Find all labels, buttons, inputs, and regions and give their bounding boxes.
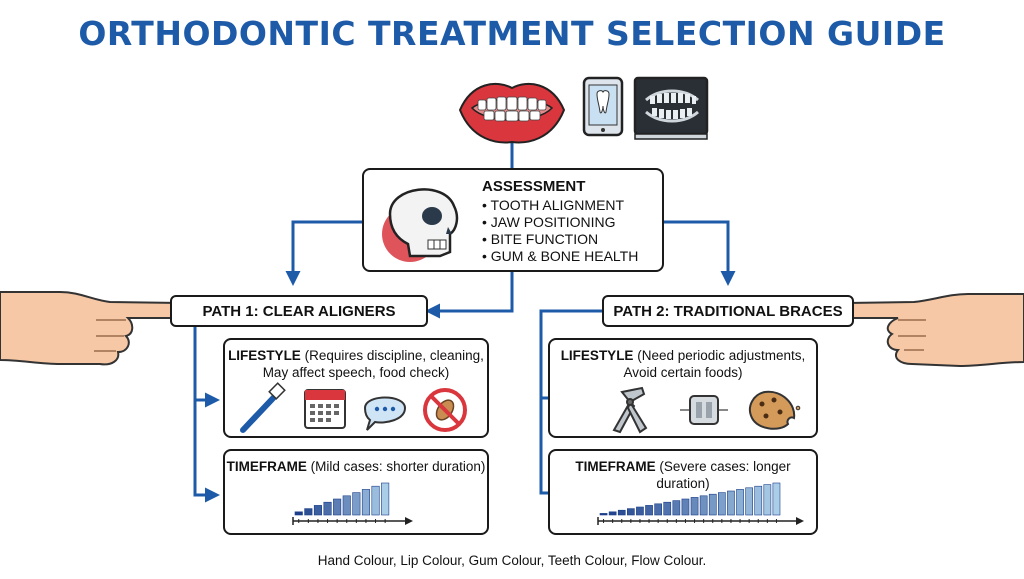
- path2-timeframe-label: TIMEFRAME: [575, 459, 656, 474]
- path2-timeframe-bar: [763, 484, 772, 516]
- path1-lifestyle-line1: (Requires discipline, cleaning,: [300, 348, 484, 363]
- assessment-box: ASSESSMENT • TOOTH ALIGNMENT • JAW POSIT…: [362, 168, 664, 272]
- path2-timeframe-bar: [608, 511, 617, 516]
- assessment-item: • TOOTH ALIGNMENT: [482, 197, 625, 213]
- path2-lifestyle-label: LIFESTYLE: [560, 348, 634, 363]
- path2-timeframe-bar: [617, 509, 626, 516]
- path1-timeframe-axis-arrow: [405, 517, 413, 525]
- flow-arrow-to-path1: [285, 220, 362, 286]
- path2-timeframe-text: (Severe cases: longer duration): [655, 459, 791, 491]
- path2-box: PATH 2: TRADITIONAL BRACES: [602, 295, 854, 327]
- path1-timeframe-bar: [352, 492, 361, 516]
- path2-timeframe-bar: [699, 495, 708, 516]
- assessment-list: • TOOTH ALIGNMENT • JAW POSITIONING • BI…: [482, 197, 638, 265]
- path2-timeframe-bar: [672, 500, 681, 516]
- path2-timeframe-bar: [727, 490, 735, 516]
- path1-timeframe-bar: [313, 505, 322, 516]
- path2-timeframe-bar: [636, 506, 644, 516]
- cookie-icon: [748, 390, 801, 430]
- path2-timeframe-bar: [772, 482, 781, 516]
- page-title: ORTHODONTIC TREATMENT SELECTION GUIDE: [78, 14, 946, 53]
- caption: Hand Colour, Lip Colour, Gum Colour, Tee…: [317, 553, 707, 568]
- toothbrush-icon: [240, 382, 286, 433]
- flow-arrow-assessment-path1: [425, 272, 514, 319]
- path2-timeframe-axis-arrow: [796, 517, 804, 525]
- speech-bubble-icon: [363, 396, 407, 431]
- assessment-item: • JAW POSITIONING: [482, 214, 616, 230]
- path2-lifestyle-line2: Avoid certain foods): [623, 365, 743, 380]
- path2-timeframe-bar: [654, 503, 662, 516]
- path1-label: PATH 1: CLEAR ALIGNERS: [202, 302, 396, 320]
- flow-arrow-path1-timeframe: [193, 325, 220, 503]
- path2-timeframe-bar: [599, 513, 608, 516]
- path2-timeframe-bar: [718, 492, 726, 516]
- path1-timeframe-text: (Mild cases: shorter duration): [306, 459, 486, 474]
- path2-lifestyle-line1: (Need periodic adjustments,: [633, 348, 806, 363]
- path2-timeframe-bar: [663, 501, 672, 516]
- assessment-item: • GUM & BONE HEALTH: [482, 248, 639, 264]
- path1-timeframe-bar: [371, 485, 380, 516]
- path2-timeframe-bar: [690, 497, 699, 516]
- path2-timeframe-bar: [645, 505, 653, 516]
- path1-lifestyle-panel: LIFESTYLE (Requires discipline, cleaning…: [223, 338, 489, 438]
- path2-timeframe-bar: [745, 487, 753, 516]
- path1-timeframe-label: TIMEFRAME: [226, 459, 307, 474]
- assessment-item: • BITE FUNCTION: [482, 231, 599, 247]
- bracket-icon: [680, 395, 728, 425]
- path2-timeframe-bar: [627, 508, 635, 516]
- path1-timeframe-bar: [342, 495, 351, 516]
- path2-label: PATH 2: TRADITIONAL BRACES: [613, 302, 843, 320]
- no-nuts-icon: [423, 388, 467, 432]
- skull-icon: [382, 188, 459, 262]
- path1-timeframe-bar: [381, 482, 390, 516]
- flow-arrow-to-path2: [664, 220, 736, 286]
- calendar-icon: [304, 389, 346, 429]
- path1-timeframe-bars: [292, 482, 413, 525]
- path1-timeframe-bar: [323, 501, 332, 516]
- path2-timeframe-bars: [597, 482, 804, 525]
- assessment-heading: ASSESSMENT: [482, 178, 586, 195]
- path1-timeframe-bar: [304, 508, 313, 516]
- path2-timeframe-bar: [708, 493, 717, 516]
- path2-timeframe-bar: [754, 485, 763, 516]
- path1-box: PATH 1: CLEAR ALIGNERS: [170, 295, 428, 327]
- path2-timeframe-bar: [681, 498, 690, 516]
- path2-timeframe-panel: TIMEFRAME (Severe cases: longer duration…: [548, 449, 818, 535]
- path1-timeframe-bar: [294, 511, 303, 516]
- pliers-icon: [612, 386, 648, 434]
- path2-lifestyle-panel: LIFESTYLE (Need periodic adjustments, Av…: [548, 338, 818, 438]
- path1-lifestyle-label: LIFESTYLE: [228, 348, 301, 363]
- path1-timeframe-panel: TIMEFRAME (Mild cases: shorter duration): [223, 449, 489, 535]
- path1-timeframe-bar: [361, 489, 370, 516]
- path1-lifestyle-line2: May affect speech, food check): [262, 365, 450, 380]
- path2-timeframe-bar: [736, 489, 744, 516]
- path1-timeframe-bar: [333, 498, 342, 516]
